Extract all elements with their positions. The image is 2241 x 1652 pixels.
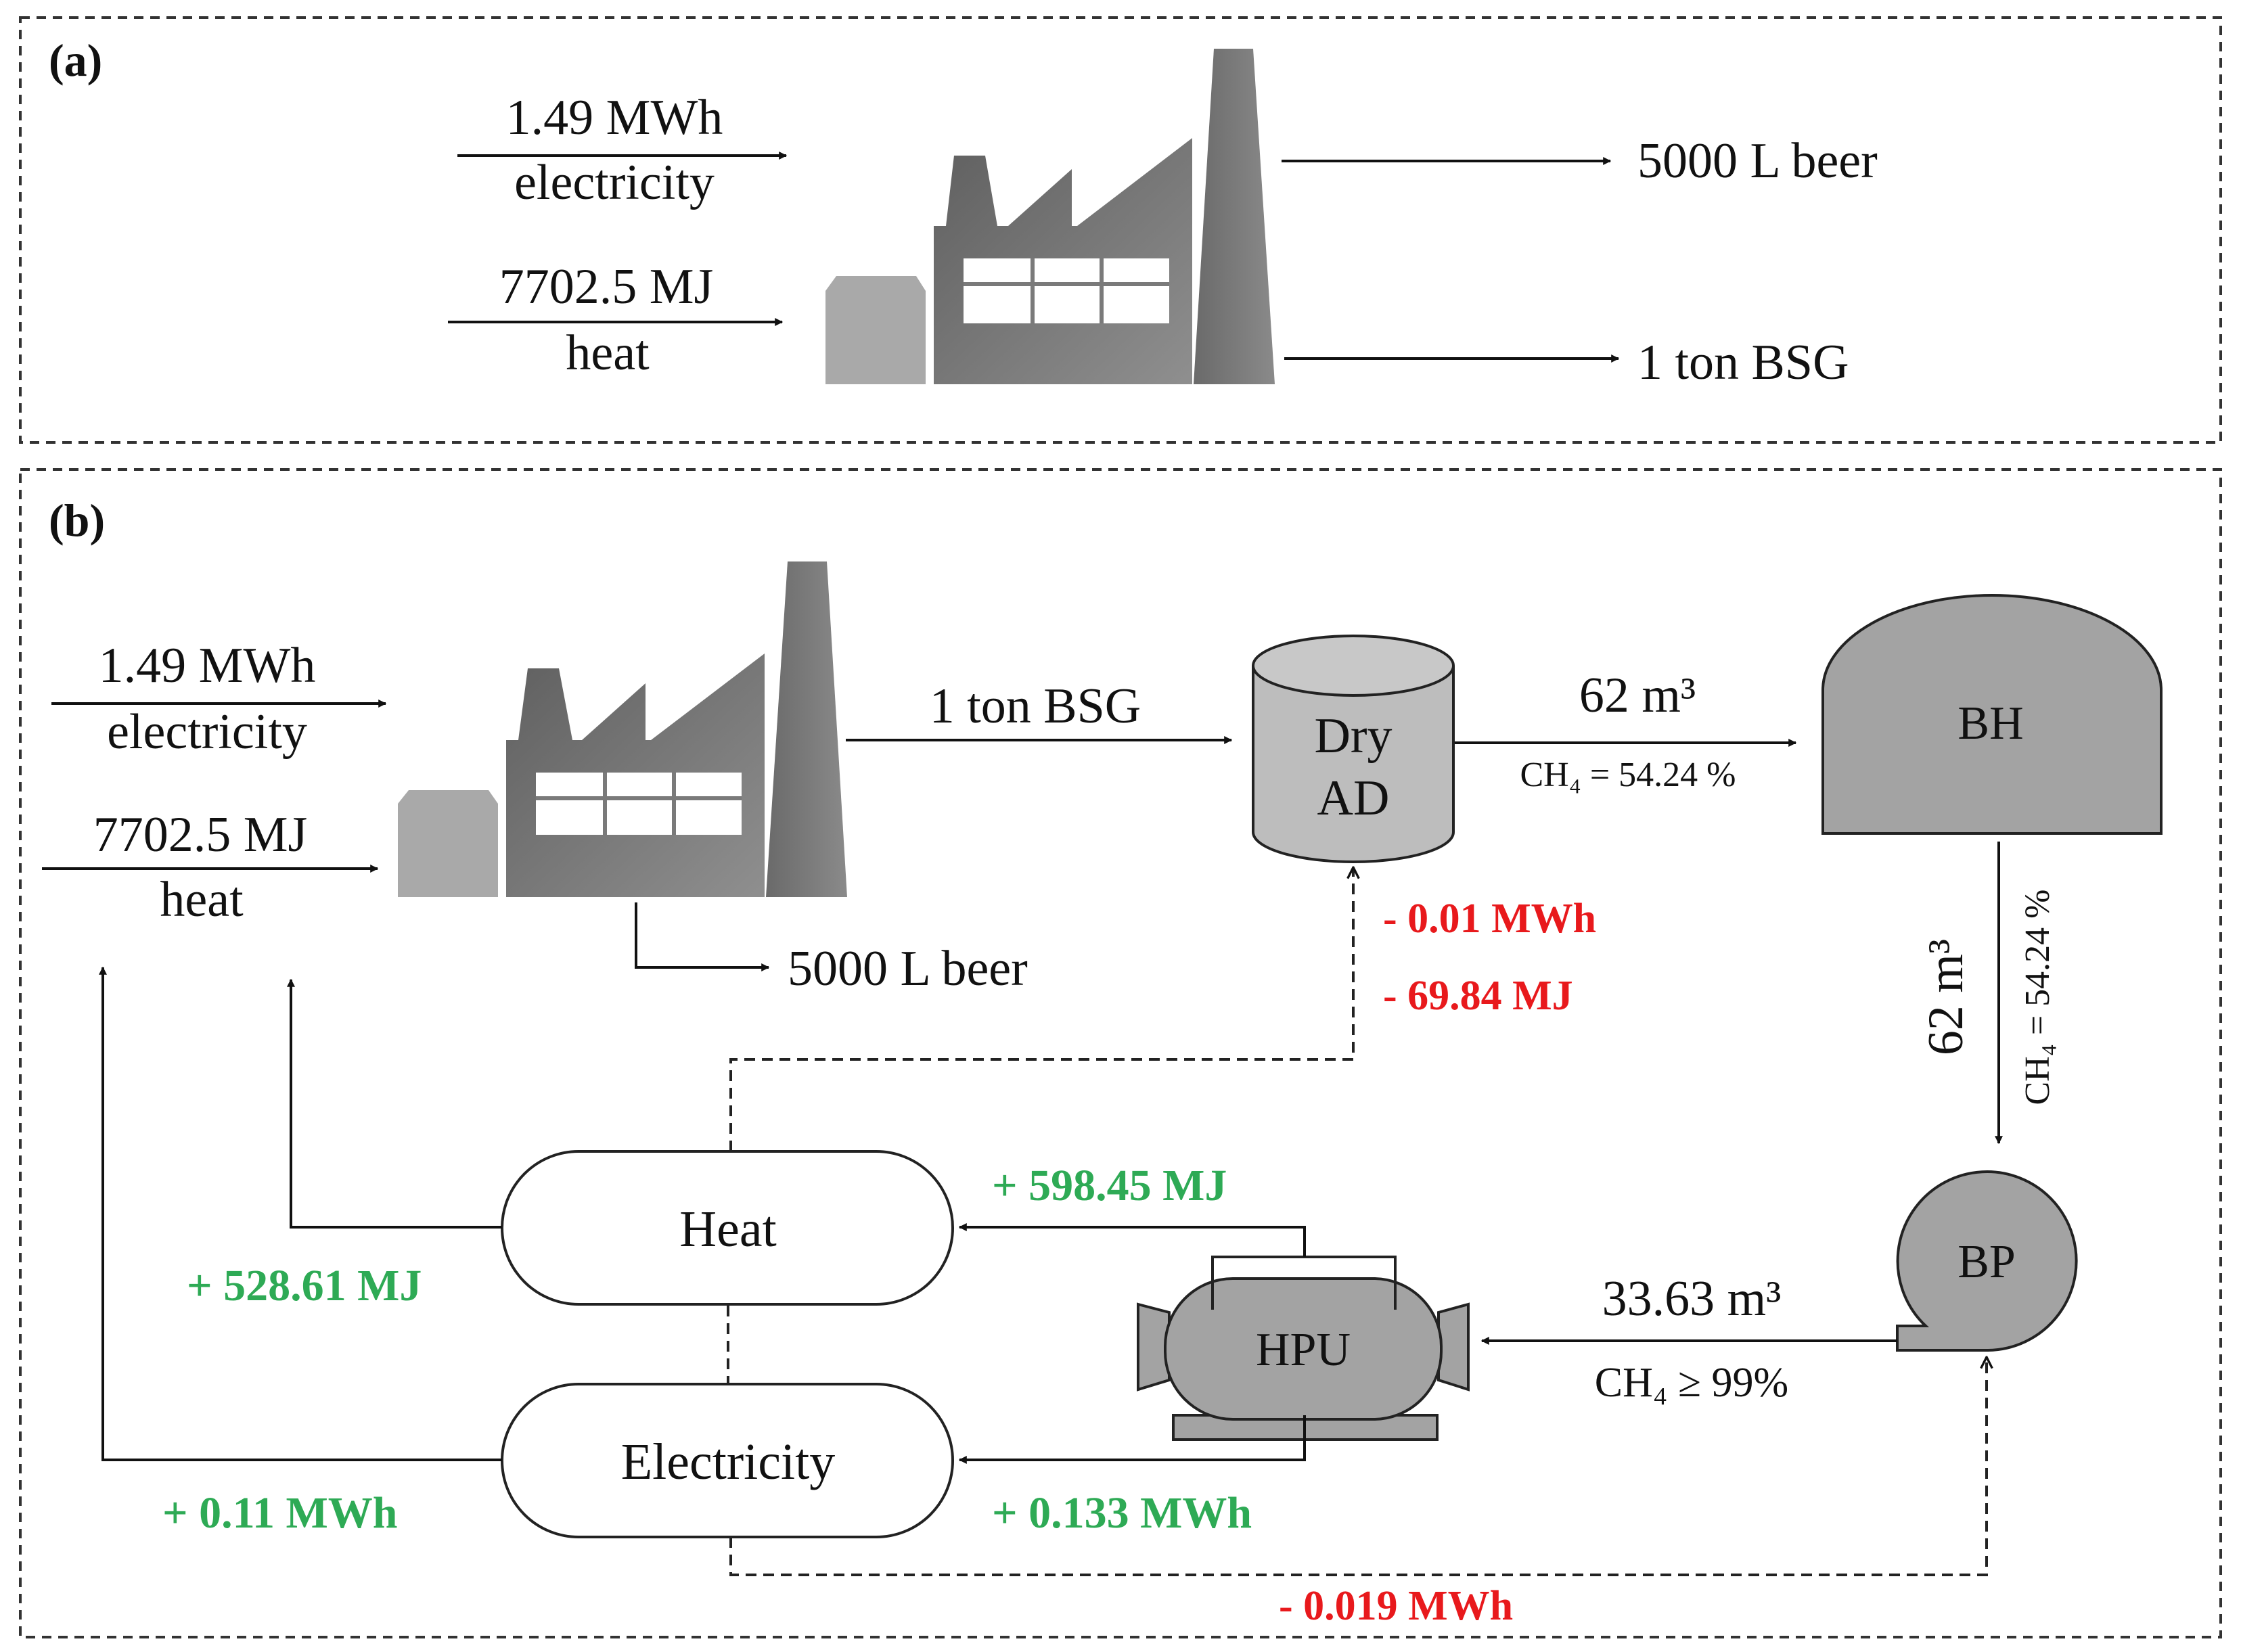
biogas-volume: 62 m³ [1579,668,1696,723]
bp-electricity-consumption: - 0.019 MWh [1279,1583,1513,1629]
panel-b-beer-output: 5000 L beer [788,941,1028,996]
bh-to-bp-volume: 62 m³ [1918,939,1974,1055]
panel-a-bsg-output: 1 ton BSG [1637,335,1849,390]
hpu-heat-arrow [958,1223,1306,1257]
heat-return-arrow [287,978,502,1229]
panel-a-heat-label: heat [566,325,650,381]
ad-energy-supply-line [729,867,1353,1151]
panel-b-heat-amount: 7702.5 MJ [93,807,308,863]
panel-a-factory-icon [825,49,1275,384]
panel-b-factory-icon [398,561,847,897]
panel-a: (a) 1.49 MWh electricity 7702.5 MJ heat … [19,16,2222,444]
panel-b-heat-label: heat [160,872,244,927]
panel-b-label: (b) [49,495,105,546]
ad-electricity-consumption: - 0.01 MWh [1383,896,1596,942]
bp-energy-supply-line [729,1357,1987,1576]
panel-b-bsg-label: 1 ton BSG [930,679,1141,734]
electricity-return-value: + 0.11 MWh [162,1488,397,1538]
electricity-node-label: Electricity [621,1433,836,1490]
bp-pump-icon [1896,1170,2078,1352]
bh-to-bp-ch4: CH₄ = 54.24 % [2018,889,2057,1105]
heat-return-value: + 528.61 MJ [187,1261,422,1310]
ad-heat-consumption: - 69.84 MJ [1383,973,1573,1019]
panel-b-electricity-amount: 1.49 MWh [99,638,316,693]
bh-label: BH [1957,697,2023,750]
dry-ad-label-line2: AD [1317,771,1390,826]
heat-node-label: Heat [679,1201,776,1258]
biomethane-ch4: CH₄ ≥ 99% [1595,1360,1788,1406]
panel-a-electricity-label: electricity [514,155,715,210]
panel-b-electricity-label: electricity [107,704,307,760]
hpu-electricity-arrow [958,1415,1306,1464]
bh-holder-icon [1821,594,2163,835]
panel-b-beer-arrow [635,902,770,971]
dry-ad-tank-icon [1252,635,1455,863]
hpu-heat-output: + 598.45 MJ [992,1161,1227,1210]
hpu-electricity-output: + 0.133 MWh [992,1488,1252,1538]
panel-a-heat-amount: 7702.5 MJ [499,259,714,315]
panel-b: (b) 1.49 MWh electricity 7702.5 MJ heat … [19,468,2222,1638]
panel-a-beer-output: 5000 L beer [1637,133,1878,189]
biogas-ch4: CH₄ = 54.24 % [1520,756,1736,794]
panel-b-border [19,468,2222,1638]
hpu-label: HPU [1256,1324,1351,1376]
panel-a-border [19,16,2222,444]
bp-label: BP [1957,1236,2016,1288]
panel-a-electricity-amount: 1.49 MWh [506,90,723,145]
panel-a-label: (a) [49,35,102,86]
electricity-return-arrow [99,966,502,1461]
biomethane-volume: 33.63 m³ [1602,1271,1782,1327]
dry-ad-label-line1: Dry [1314,708,1392,764]
